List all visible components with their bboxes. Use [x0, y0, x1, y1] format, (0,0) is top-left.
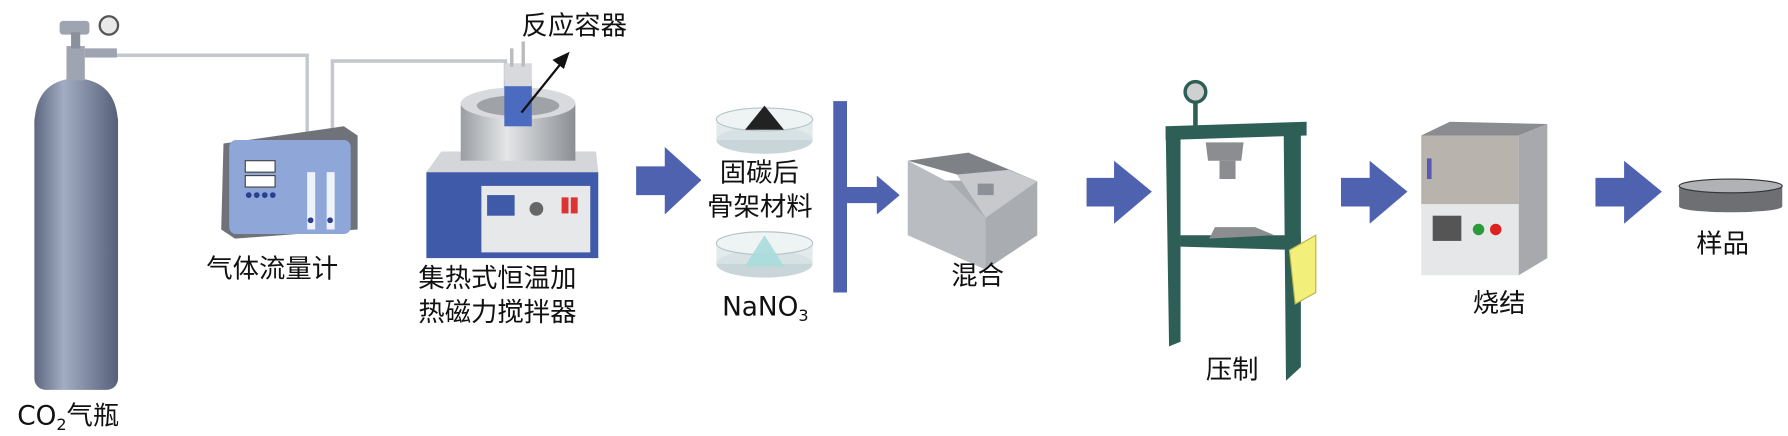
co2-cylinder-icon [34, 15, 120, 390]
reaction-vessel-pointer-arrow [520, 51, 570, 114]
sample-disc-icon [1678, 178, 1783, 213]
cylinder-label: CO [17, 401, 56, 431]
hydraulic-press-icon [1165, 79, 1317, 381]
stirrer-label-line1: 集热式恒温加 [418, 264, 576, 294]
flowmeter-label: 气体流量计 [206, 255, 338, 285]
pressing-label: 压制 [1206, 355, 1259, 385]
flow-arrow-icon [1341, 160, 1408, 224]
sintering-label: 烧结 [1473, 289, 1526, 319]
sample-label: 样品 [1696, 229, 1749, 259]
carbon-skeleton-dish-icon [715, 105, 814, 154]
gas-flowmeter-icon [221, 126, 358, 239]
flow-arrow-icon [847, 175, 900, 215]
gas-pipes [114, 53, 508, 138]
flow-arrow-icon [1595, 160, 1662, 224]
nitrate-dish-icon [715, 231, 814, 278]
skeleton-label-line1: 固碳后 [720, 158, 799, 188]
mixer-icon [907, 152, 1038, 270]
flow-arrow-icon [636, 146, 702, 215]
stirrer-label-line2: 热磁力搅拌器 [418, 298, 576, 328]
mixing-label: 混合 [951, 261, 1004, 291]
press-gauge-icon [1183, 79, 1208, 104]
reaction-vessel-label: 反应容器 [522, 12, 627, 42]
magnetic-stirrer-icon [426, 41, 599, 259]
cylinder-label-suffix: 气瓶 [67, 401, 120, 431]
nitrate-label-sub: 3 [798, 306, 808, 325]
svg-text:NaNO3: NaNO3 [722, 292, 809, 325]
furnace-icon [1421, 121, 1548, 276]
cylinder-label-sub: 2 [56, 415, 66, 434]
nitrate-label: NaNO [722, 292, 798, 322]
svg-text:CO2气瓶: CO2气瓶 [17, 401, 119, 434]
skeleton-label-line2: 骨架材料 [707, 193, 812, 223]
pressure-gauge-icon [98, 15, 120, 36]
flow-arrow-icon [1086, 160, 1152, 224]
merge-bar [833, 101, 848, 293]
